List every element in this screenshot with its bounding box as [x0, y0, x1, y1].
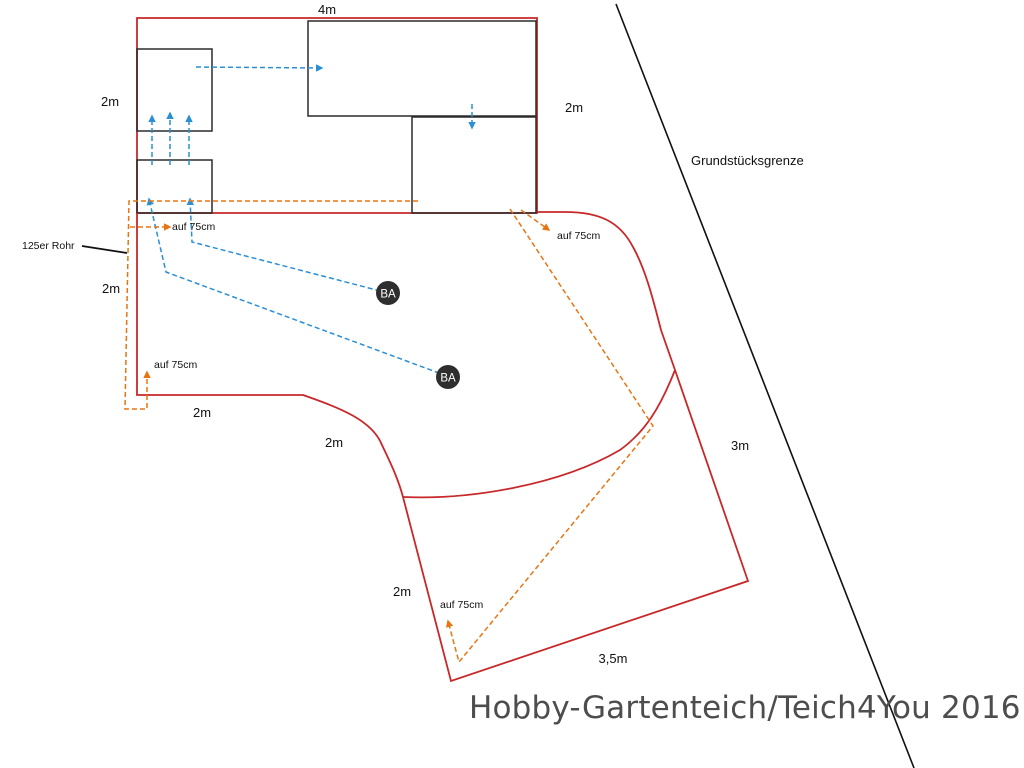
drain-pipe-1: [186, 197, 389, 294]
outlet-label-top-left: auf 75cm: [172, 221, 215, 233]
outlet-label-top-right: auf 75cm: [557, 230, 600, 242]
pond-outline: [136, 211, 750, 683]
drain-pipe-2: [146, 197, 448, 377]
pipe-lines: [124, 200, 654, 664]
pipe-label: 125er Rohr: [22, 240, 75, 252]
filter-chamber-3: [307, 20, 537, 117]
dimension-left-lower: 2m: [102, 281, 120, 296]
dimension-bottom-right-left: 2m: [393, 584, 411, 599]
property-line-label: Grundstücksgrenze: [691, 153, 804, 168]
filter-area-outline: [136, 17, 538, 214]
water-flow-lines: [146, 64, 476, 377]
outer-pipe-loop: [124, 200, 418, 410]
dimension-right-diagonal: 3m: [731, 438, 749, 453]
bottom-drain-1: BA: [376, 281, 400, 305]
outlet-label-left: auf 75cm: [154, 359, 197, 371]
watermark-text: Hobby-Gartenteich/Teich4You 2016: [469, 690, 1021, 726]
filter-chamber-2: [136, 159, 213, 214]
pond-zone-divider: [402, 369, 676, 499]
dimension-right-upper: 2m: [565, 100, 583, 115]
outlet-label-bottom: auf 75cm: [440, 599, 483, 611]
dimension-bottom-left: 2m: [193, 405, 211, 420]
dimension-top: 4m: [318, 2, 336, 17]
property-boundary-line: [615, 3, 915, 768]
dimension-left-upper: 2m: [101, 94, 119, 109]
diagonal-pipe: [445, 208, 654, 664]
pipe-outlet-arrow-right: [520, 209, 551, 231]
dimension-bottom-right-bottom: 3,5m: [599, 651, 628, 666]
bottom-drain-2: BA: [436, 365, 460, 389]
flow-arrow: [195, 64, 324, 72]
pipe-label-pointer: [81, 245, 128, 254]
bottom-drain-label: BA: [380, 289, 396, 301]
filter-chamber-4: [411, 116, 537, 214]
dimension-diagonal-left: 2m: [325, 435, 343, 450]
bottom-drain-label: BA: [440, 373, 456, 385]
filter-chamber-1: [136, 48, 213, 132]
